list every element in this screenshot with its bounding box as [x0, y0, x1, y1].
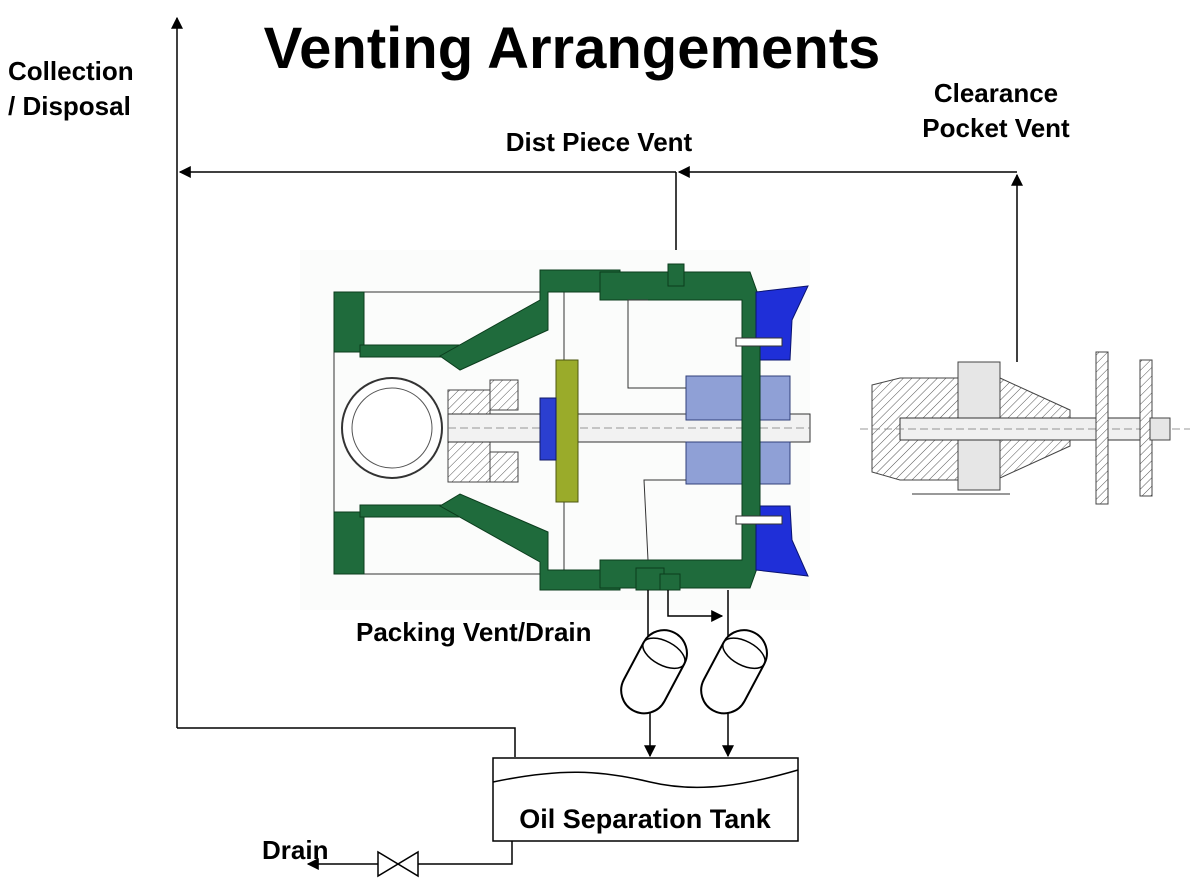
page-title: Venting Arrangements [264, 16, 881, 81]
tank-vent-line [177, 727, 516, 757]
compressor-cross-section [300, 250, 811, 610]
clearance-label-line2: Pocket Vent [922, 113, 1070, 143]
separator-vessel-left [620, 629, 688, 715]
separator-vessel-right [700, 629, 768, 715]
handwheel [1095, 351, 1109, 505]
clearance-label-line1: Clearance [934, 78, 1058, 108]
oil-level-line [492, 769, 799, 789]
dist-piece-vent-label: Dist Piece Vent [506, 127, 693, 157]
packing-vent-drain-label: Packing Vent/Drain [356, 617, 592, 647]
vent-header-lines [171, 16, 1023, 757]
drain-line [306, 841, 513, 878]
drain-valve-icon[interactable] [377, 850, 419, 878]
frame-flange-top [333, 291, 365, 353]
packing-case-top [685, 375, 791, 421]
clearance-pocket-unloader [860, 351, 1190, 505]
packing-case-bottom [685, 441, 791, 485]
spacer-plate [555, 359, 579, 503]
oil-separation-tank: Oil Separation Tank [492, 757, 799, 842]
collection-label-line1: Collection [8, 56, 134, 86]
tank-outline [492, 757, 799, 842]
collection-label-line2: / Disposal [8, 91, 131, 121]
frame-flange-bottom [333, 511, 365, 575]
drain-label: Drain [262, 835, 328, 865]
packing-drain-piping [620, 590, 768, 758]
tank-label: Oil Separation Tank [519, 804, 772, 834]
